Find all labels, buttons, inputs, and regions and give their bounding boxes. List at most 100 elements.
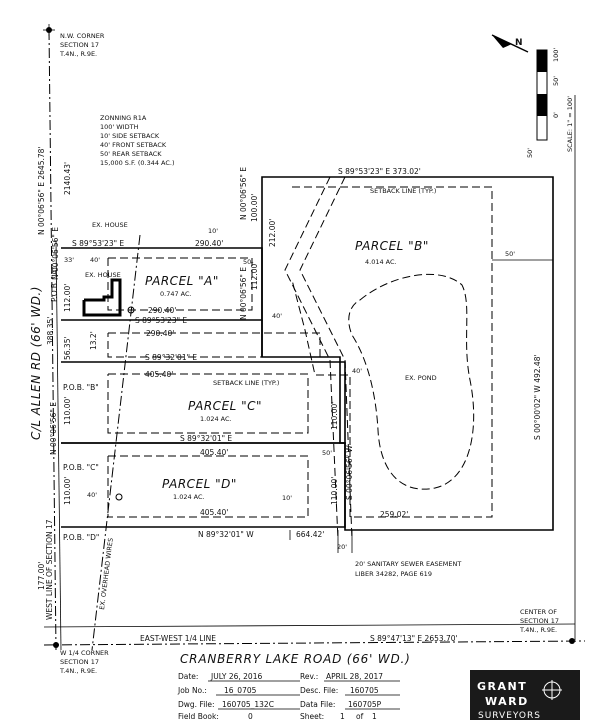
svg-text:40' FRONT SETBACK: 40' FRONT SETBACK: [100, 141, 167, 149]
parcel-b-title: PARCEL "B": [355, 239, 429, 253]
a-west-dist: 112.00': [63, 284, 72, 312]
dim-20: 20': [337, 543, 347, 551]
a-top-bearing: S 89°53'23" E: [72, 239, 124, 248]
scale-bar: 100' 50' 0' 50' SCALE: 1" = 100': [526, 48, 574, 158]
dim-40b: 40': [272, 312, 282, 320]
dim-33: 33': [64, 256, 74, 264]
pob-b-label: P.O.B. "B": [63, 383, 99, 392]
svg-text:Data File:: Data File:: [300, 700, 335, 709]
parcel-b-boundary: [261, 176, 554, 531]
scale-label: SCALE: 1" = 100': [566, 96, 574, 152]
c-east-dist: 110.00': [330, 402, 339, 430]
svg-text:160705: 160705: [350, 686, 379, 695]
svg-text:1: 1: [340, 712, 345, 720]
surveyor-logo: GRANT WARD SURVEYORS: [470, 670, 580, 720]
sewer-label-1: 20' SANITARY SEWER EASEMENT: [355, 560, 461, 568]
sewer-easement-line-1: [284, 176, 339, 541]
scale-tick-50a: 50': [552, 76, 560, 86]
parcel-d-area: 1.024 AC.: [173, 493, 205, 501]
allen-road-centerline: [48, 29, 57, 651]
svg-text:N.W. CORNER: N.W. CORNER: [60, 32, 105, 40]
b-east-bearing: S 00°00'02" W 492.48': [533, 354, 542, 440]
svg-text:Sheet:: Sheet:: [300, 712, 324, 720]
d-bottom-bearing: N 89°32'01" W: [198, 530, 254, 539]
cd-east-bearing: S 00°06'56" W: [345, 445, 354, 500]
dim-40c: 40': [352, 367, 362, 375]
dim-50b: 50': [505, 250, 515, 258]
parcel-a-setback: [107, 257, 253, 311]
b-bottom-dist: 259.02': [380, 510, 408, 519]
c-top-bearing: S 89°32'01" E: [145, 353, 197, 362]
allen-top-dist: 2140.43': [63, 162, 72, 195]
svg-text:W 1/4 CORNER: W 1/4 CORNER: [60, 649, 109, 657]
west-line-section: [55, 239, 62, 651]
west-388-dist: 388.35': [46, 317, 55, 345]
c-west-bearing: N 00°06'56" E: [49, 402, 58, 455]
center-corner-label: CENTER OF SECTION 17 T.4N., R.9E.: [519, 608, 559, 634]
svg-text:Dwg. File:: Dwg. File:: [178, 700, 215, 709]
dim-40d: 40': [87, 491, 97, 499]
dim-10d: 10': [282, 494, 292, 502]
svg-text:Job No.:: Job No.:: [177, 686, 207, 695]
svg-text:10' SIDE SETBACK: 10' SIDE SETBACK: [100, 132, 160, 140]
w-quarter-corner-label: W 1/4 CORNER SECTION 17 T.4N., R.9E.: [59, 649, 109, 675]
west-5635-dist: 56.35': [63, 336, 72, 360]
pole-marker: [127, 306, 135, 314]
cranberry-road-label: CRANBERRY LAKE ROAD (66' WD.): [180, 652, 411, 666]
c-top-dist: 405.40': [145, 370, 173, 379]
ex-house-outline: [82, 278, 122, 317]
west-177-dist: 177.00': [37, 562, 46, 590]
sewer-easement-line-2: [299, 176, 353, 541]
overhead-wires: [91, 234, 141, 651]
ex-pond-label: EX. POND: [405, 374, 437, 382]
svg-text:ZONNING R1A: ZONNING R1A: [100, 114, 147, 122]
svg-text:T.4N., R.9E.: T.4N., R.9E.: [59, 50, 97, 58]
svg-text:50' REAR SETBACK: 50' REAR SETBACK: [100, 150, 162, 158]
dim-10a: 10': [208, 227, 218, 235]
parcel-c-title: PARCEL "C": [188, 399, 262, 413]
svg-text:Field Book:: Field Book:: [178, 712, 219, 720]
dim-40a: 40': [90, 256, 100, 264]
parcel-c-area: 1.024 AC.: [200, 415, 232, 423]
zoning-block: ZONNING R1A 100' WIDTH 10' SIDE SETBACK …: [100, 114, 175, 167]
svg-text:T.4N., R.9E.: T.4N., R.9E.: [59, 667, 97, 675]
nw-corner-marker: [43, 24, 55, 36]
b-top-bearing: S 89°53'23" E 373.02': [338, 167, 421, 176]
d-bottom-dist: 664.42': [296, 530, 324, 539]
parcel-d-setback: [107, 455, 309, 518]
parcel-a-dashed-notch: [107, 332, 321, 358]
scale-tick-0: 0': [552, 112, 560, 118]
north-label: N: [515, 38, 523, 48]
svg-text:1: 1: [372, 712, 377, 720]
a-bottom-bearing: S 89°53'23" E: [135, 316, 187, 325]
parcel-a-title: PARCEL "A": [145, 274, 219, 288]
ew-line-label: EAST-WEST 1/4 LINE: [140, 634, 216, 643]
w-quarter-corner-marker: [53, 642, 59, 648]
v212-dist: 212.00': [268, 219, 277, 247]
c-bottom-dist: 405.40': [200, 448, 228, 457]
svg-text:APRIL 28, 2017: APRIL 28, 2017: [326, 672, 383, 681]
svg-text:CENTER OF: CENTER OF: [520, 608, 557, 616]
dim-50c: 50': [322, 449, 332, 457]
svg-text:16_0705: 16_0705: [224, 686, 257, 695]
setback-label-c: SETBACK LINE (TYP.): [213, 379, 279, 387]
svg-text:Desc. File:: Desc. File:: [300, 686, 338, 695]
overhead-wires-label: EX. OVERHEAD WIRES: [98, 537, 115, 610]
svg-text:0: 0: [248, 712, 253, 720]
svg-text:160705_132C: 160705_132C: [222, 700, 274, 709]
a-notch-dist: 100.00': [250, 194, 259, 222]
svg-text:15,000 S.F. (0.344 AC.): 15,000 S.F. (0.344 AC.): [100, 159, 175, 167]
pob-d-label: P.O.B. "D": [63, 533, 99, 542]
sewer-label-2: LIBER 34282, PAGE 619: [355, 570, 432, 578]
pole-marker: [115, 493, 123, 501]
ex-house-label-1: EX. HOUSE: [92, 221, 128, 229]
cranberry-road-edge: [43, 623, 576, 628]
svg-text:SECTION 17: SECTION 17: [60, 658, 99, 666]
parcel-a-area: 0.747 AC.: [160, 290, 192, 298]
nw-corner-label: N.W. CORNER SECTION 17 T.4N., R.9E.: [59, 32, 105, 58]
d-top-dist: 405.40': [200, 508, 228, 517]
a-bottom-dist: 290.40': [146, 329, 174, 338]
svg-text:T.4N., R.9E.: T.4N., R.9E.: [519, 626, 557, 634]
allen-road-label: C/L ALLEN RD (66' WD.): [29, 286, 43, 440]
parcel-b-setback: [291, 186, 493, 518]
